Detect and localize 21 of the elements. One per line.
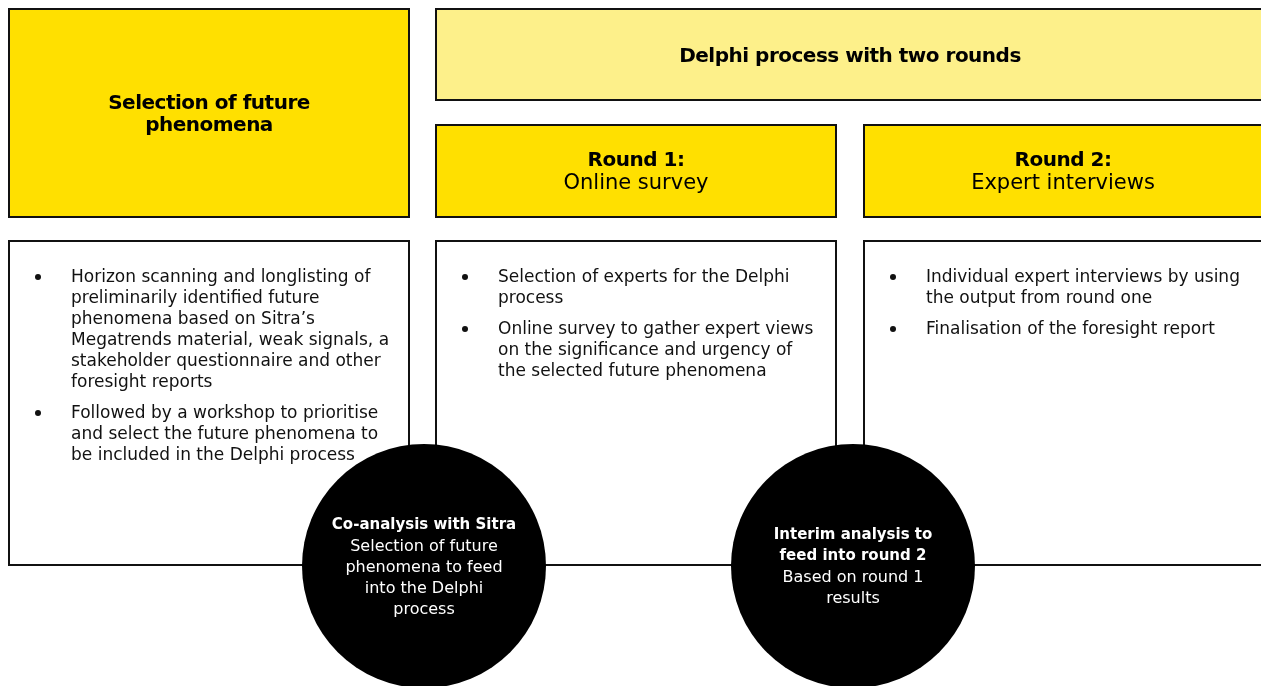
circle-text: Based on round 1 results [781, 566, 925, 608]
text-box [435, 240, 837, 442]
heading: Round 1: [587, 147, 685, 170]
heading: Delphi process with two rounds [679, 43, 1021, 66]
circle-title: Interim analysis to feed into round 2 [772, 524, 934, 566]
header-box [8, 8, 410, 218]
header-box [435, 124, 837, 218]
bullet-text: Selection of experts for the Delphi process [498, 266, 791, 308]
bullet-text: Followed by a workshop to prioritise and select the future phenomena to be included in the Delphi process [71, 402, 380, 465]
subheading: Online survey [563, 169, 709, 195]
bullet-text: Finalisation of the foresight report [926, 318, 1216, 339]
bullet-text: Horizon scanning and longlisting of preliminarily identified future phenomena based on Sitra’s Megatrends material, weak signals, a stakeholder questionnaire and other foresight reports [71, 266, 390, 392]
bullet-text: Online survey to gather expert views on the significance and urgency of the selected future phenomena [498, 318, 815, 381]
heading: Round 2: [1014, 147, 1112, 170]
subheading: Expert interviews [971, 169, 1155, 195]
circle-text: Selection of future phenomena to feed into the Delphi process [344, 534, 504, 619]
heading: Selection of future phenomena [107, 91, 311, 135]
banner-box [435, 8, 1261, 101]
circle-title: Co-analysis with Sitra [331, 513, 517, 535]
bullet-text: Individual expert interviews by using the output from round one [926, 266, 1241, 308]
header-box [863, 124, 1261, 218]
